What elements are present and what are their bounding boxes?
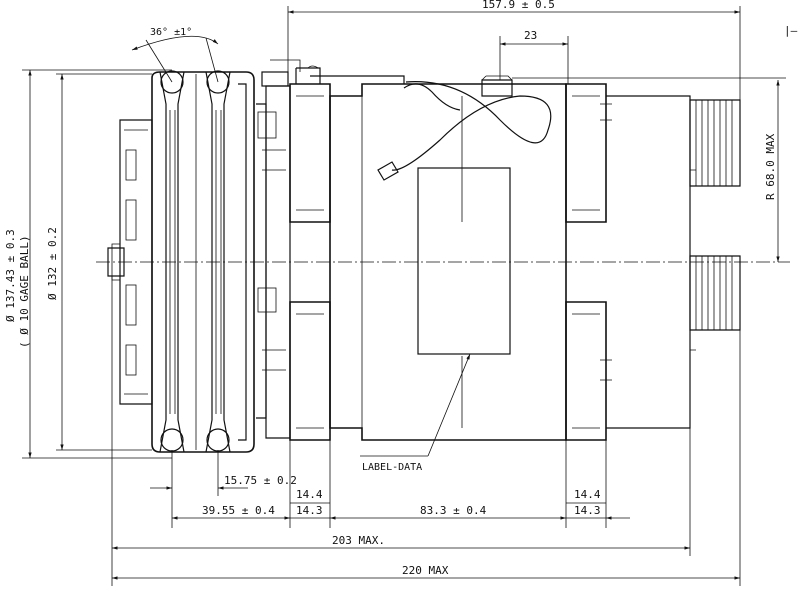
- dim-flange-right-b: 14.3: [574, 504, 601, 517]
- service-ports: [689, 99, 741, 331]
- dim-angle: 36° ±1°: [150, 27, 192, 38]
- pulley: [107, 70, 255, 453]
- compressor-body: [329, 75, 567, 441]
- dim-body-length: 83.3 ± 0.4: [420, 504, 487, 517]
- label-area: [417, 167, 511, 355]
- front-flange: [289, 65, 405, 441]
- dim-groove-pitch: 15.75 ± 0.2: [224, 474, 297, 487]
- dim-top-length: 157.9 ± 0.5: [482, 0, 555, 11]
- label-data-text: LABEL-DATA: [362, 462, 422, 473]
- dim-overall-203: 203 MAX.: [332, 534, 385, 547]
- dim-flange-right-a: 14.4: [574, 488, 601, 501]
- dim-left-offset: 39.55 ± 0.4: [202, 504, 275, 517]
- dim-dia-gage: ( Ø 10 GAGE BALL): [18, 235, 31, 348]
- coil-housing: [256, 59, 301, 439]
- dim-radius-max: R 68.0 MAX: [764, 133, 777, 200]
- dim-flange-left-a: 14.4: [296, 488, 323, 501]
- dim-overall-220: 220 MAX: [402, 564, 449, 577]
- dim-dia-inner: Ø 132 ± 0.2: [46, 227, 59, 300]
- dim-dia-outer: Ø 137.43 ± 0.3: [4, 229, 17, 322]
- dim-flange-left-b: 14.3: [296, 504, 323, 517]
- dim-top-offset: 23: [524, 29, 537, 42]
- corner-mark: |–: [784, 24, 798, 37]
